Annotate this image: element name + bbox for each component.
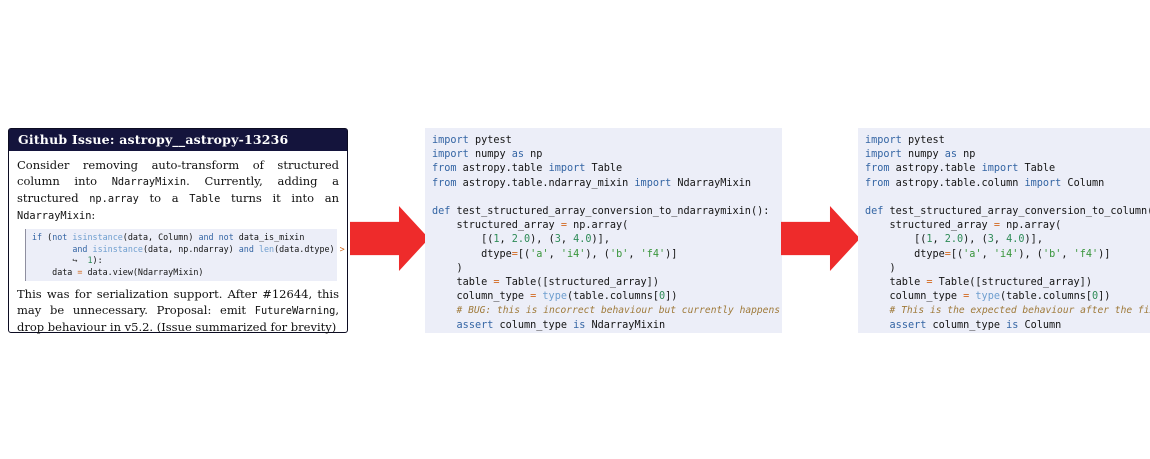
issue-body: Consider removing auto-transform of stru…	[9, 151, 347, 335]
right-arrow-icon	[350, 206, 429, 271]
code-line: import numpy as np	[432, 149, 543, 161]
code-line: )	[865, 262, 896, 274]
code-line: [(1, 2.0), (3, 4.0)],	[865, 234, 1043, 246]
issue-paragraph-1: Consider removing auto-transform of stru…	[17, 158, 340, 222]
code-line: # BUG: this is incorrect behaviour but c…	[456, 305, 780, 317]
issue-title-bar: Github Issue: astropy__astropy-13236	[9, 129, 347, 151]
code-line: from astropy.table.column import Column	[865, 177, 1105, 189]
code-line: [(1, 2.0), (3, 4.0)],	[432, 234, 610, 246]
code-line: column_type = type(table.columns[0])	[865, 291, 1111, 303]
code-line: assert column_type is NdarrayMixin	[456, 319, 666, 331]
code-line: from astropy.table import Table	[865, 163, 1056, 175]
code-line: import pytest	[432, 135, 512, 146]
code-line: structured_array = np.array(	[865, 220, 1062, 232]
code-line: )	[432, 262, 463, 274]
github-issue-panel: Github Issue: astropy__astropy-13236 Con…	[8, 128, 348, 335]
code-line: ↪ 1):	[72, 255, 103, 265]
issue-code-snippet: if (not isinstance(data, Column) and not…	[25, 229, 345, 281]
fixed-test-code-panel: import pytest import numpy as np from astr…	[858, 128, 1150, 333]
code-line: # This is the expected behaviour after t…	[889, 305, 1150, 317]
code-line	[865, 191, 1150, 205]
code-line: structured_array = np.array(	[432, 220, 629, 232]
issue-paragraph-2: This was for serialization support. Afte…	[17, 287, 339, 334]
code-line: table = Table([structured_array])	[865, 277, 1092, 289]
right-arrow-icon	[781, 206, 860, 271]
code-line: column_type = type(table.columns[0])	[432, 291, 678, 303]
code-line: table = Table([structured_array])	[432, 277, 659, 289]
buggy-test-code-panel: import pytest import numpy as np from astr…	[425, 128, 782, 333]
code-line: assert column_type is Column	[889, 319, 1062, 331]
code-line	[432, 191, 782, 205]
code-line: dtype=[('a', 'i4'), ('b', 'f4')]	[432, 248, 678, 260]
code-line: if (not isinstance(data, Column) and not…	[32, 232, 305, 242]
code-line: from astropy.table import Table	[432, 163, 623, 175]
code-line: from astropy.table.ndarray_mixin import …	[432, 177, 751, 189]
code-line: import pytest	[865, 135, 945, 146]
code-line: import numpy as np	[865, 149, 976, 161]
code-line: and isinstance(data, np.ndarray) and len…	[72, 243, 345, 254]
code-line: def test_structured_array_conversion_to_…	[865, 206, 1150, 218]
code-line: def test_structured_array_conversion_to_…	[432, 206, 770, 218]
code-line: data = data.view(NdarrayMixin)	[32, 266, 204, 277]
code-line: dtype=[('a', 'i4'), ('b', 'f4')]	[865, 248, 1111, 260]
